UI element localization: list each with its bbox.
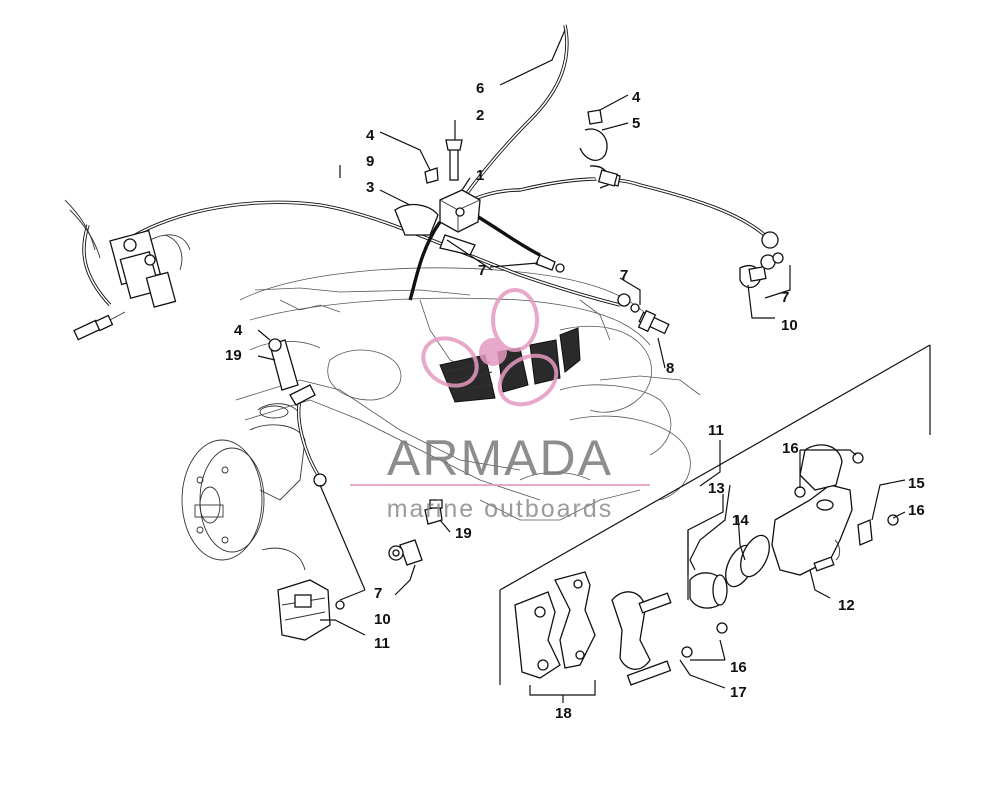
callout-2: 2 xyxy=(476,107,484,124)
leader-lines xyxy=(257,29,906,703)
callout-6: 6 xyxy=(476,80,484,97)
callout-10b: 10 xyxy=(374,611,391,628)
callout-4a: 4 xyxy=(366,127,375,144)
callout-16c: 16 xyxy=(730,659,747,676)
callout-19a: 19 xyxy=(225,347,242,364)
callout-10a: 10 xyxy=(781,317,798,334)
callout-5: 5 xyxy=(632,115,640,132)
callout-4c: 4 xyxy=(234,322,243,339)
master-cylinder xyxy=(64,199,191,341)
callout-labels: 1 2 3 4 4 4 5 6 7 7 7 7 8 9 10 10 11 11 … xyxy=(225,80,925,722)
callout-11b: 11 xyxy=(374,635,390,652)
radiator-grille xyxy=(439,327,581,403)
callout-16a: 16 xyxy=(782,440,799,457)
right-fittings xyxy=(535,165,784,335)
caliper-exploded xyxy=(499,344,931,686)
callout-9: 9 xyxy=(366,153,374,170)
callout-14: 14 xyxy=(732,512,749,529)
callout-8: 8 xyxy=(666,360,674,377)
brake-hoses xyxy=(82,24,772,479)
watermark-tagline: marine outboards xyxy=(387,495,614,523)
callout-7d: 7 xyxy=(374,585,382,602)
callout-17: 17 xyxy=(730,684,747,701)
callout-19b: 19 xyxy=(455,525,472,542)
callout-15: 15 xyxy=(908,475,925,492)
callout-3: 3 xyxy=(366,179,374,196)
watermark-logo xyxy=(421,288,559,407)
callout-1: 1 xyxy=(476,167,484,184)
callout-4b: 4 xyxy=(632,89,641,106)
callout-18: 18 xyxy=(555,705,572,722)
callout-11a: 11 xyxy=(708,422,724,439)
callout-7b: 7 xyxy=(620,267,628,284)
junction-block xyxy=(394,139,481,256)
wheel-hub xyxy=(181,403,306,571)
callout-16b: 16 xyxy=(908,502,925,519)
watermark-rule xyxy=(350,484,650,486)
callout-12: 12 xyxy=(838,597,855,614)
callout-7c: 7 xyxy=(781,289,789,306)
callout-13: 13 xyxy=(708,480,725,497)
watermark-brand: ARMADA xyxy=(387,430,613,486)
callout-7a: 7 xyxy=(478,262,486,279)
left-caliper xyxy=(268,338,443,641)
watermark: ARMADA marine outboards xyxy=(350,288,650,523)
